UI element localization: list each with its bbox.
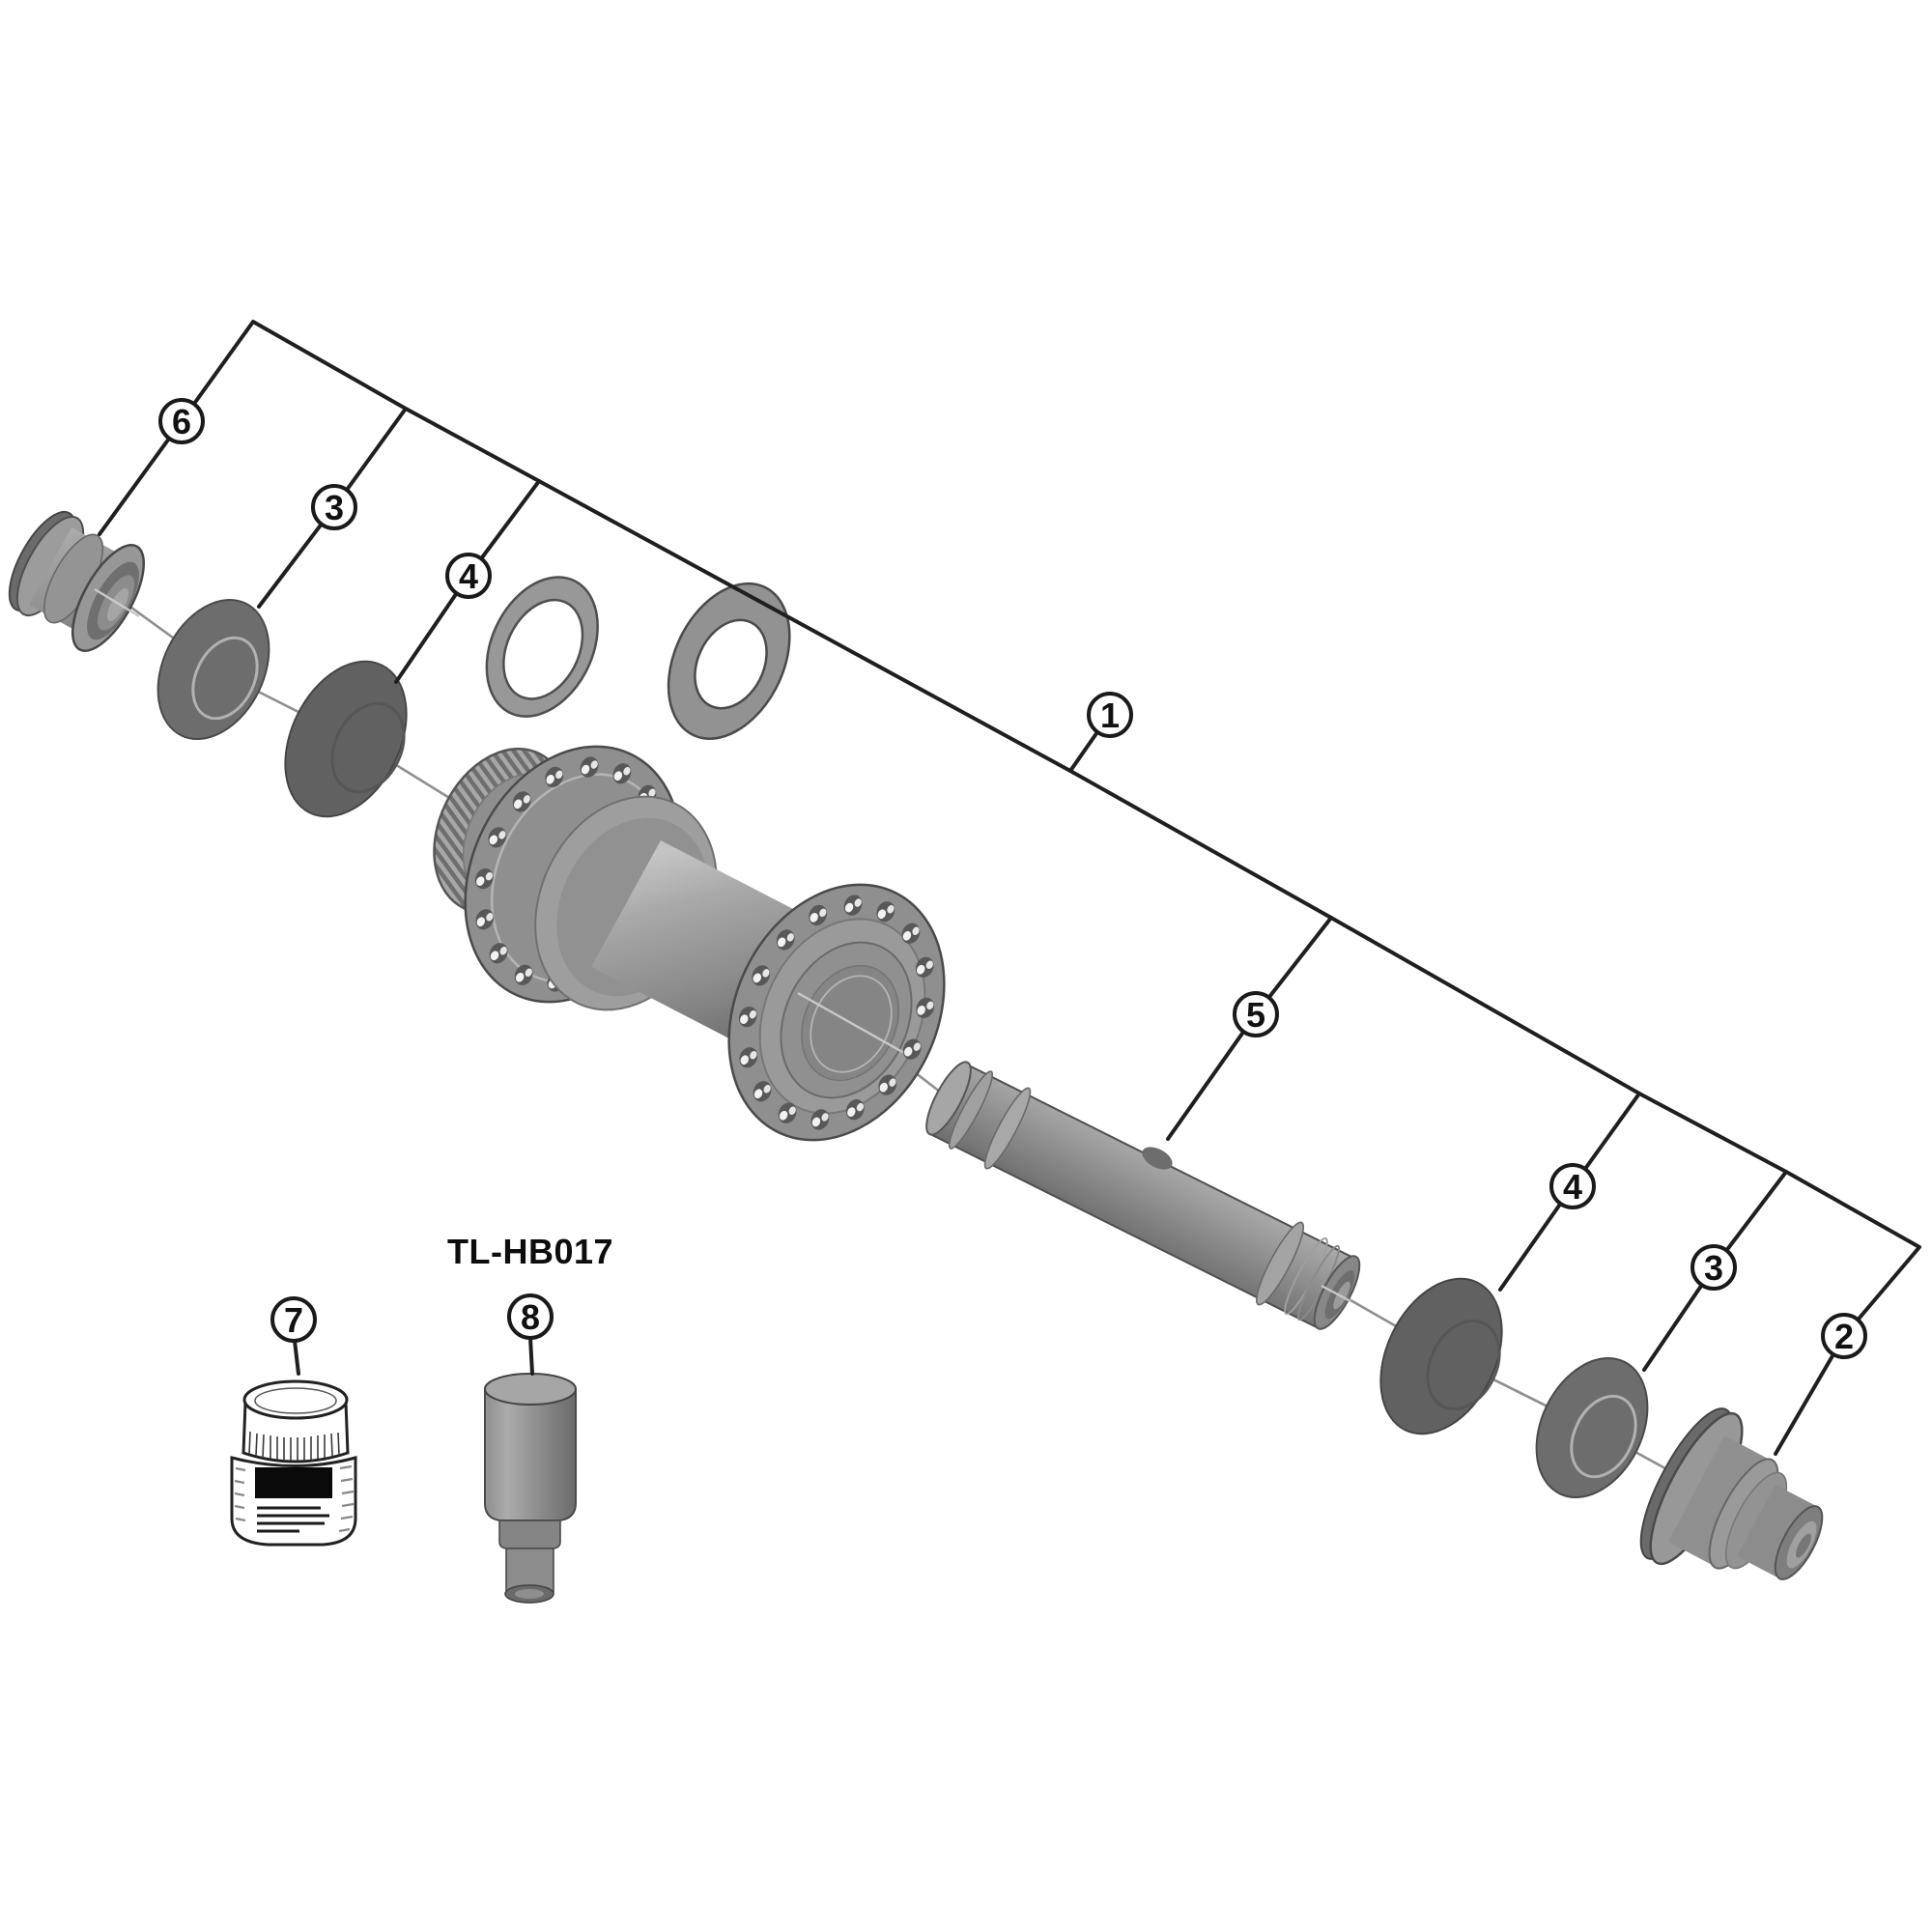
- leader-grease: [293, 1339, 300, 1376]
- callout-3-left: 3: [311, 484, 357, 530]
- grease-jar-label: [255, 1467, 332, 1498]
- axis-highlight-axle-bore: [1321, 1284, 1351, 1303]
- axis-highlight-cap-left: [94, 587, 140, 618]
- end-cap-left: [8, 510, 146, 652]
- callout-4-right-number: 4: [1563, 1167, 1582, 1207]
- tool-model-label: TL-HB017: [447, 1232, 613, 1271]
- bearing-left: [284, 582, 791, 818]
- leader-main-bracket: [98, 320, 1921, 1456]
- leader-tool: [528, 1336, 534, 1376]
- grease-jar-label-text-lines: [257, 1506, 329, 1533]
- callout-3-right-number: 3: [1704, 1248, 1723, 1288]
- end-cap-right: [1639, 1407, 1824, 1580]
- grease-jar-side-ribs: [234, 1464, 355, 1533]
- callout-6-number: 6: [172, 402, 191, 441]
- tool-tl-hb017: [484, 1373, 577, 1604]
- hub-body: [433, 745, 946, 1142]
- grease-jar-knurl: [248, 1431, 340, 1461]
- grease-jar: [230, 1379, 357, 1547]
- seal-left: [156, 576, 599, 741]
- bearing-right: [1379, 1277, 1503, 1435]
- callout-5-number: 5: [1246, 995, 1265, 1035]
- axle: [925, 1061, 1361, 1330]
- callout-2: 2: [1821, 1313, 1867, 1359]
- callout-7: 7: [270, 1296, 317, 1343]
- callout-3-left-number: 3: [325, 488, 344, 527]
- axis-highlight-flange-right: [797, 991, 905, 1055]
- axle-grease-port: [1142, 1147, 1173, 1170]
- hub-flange-right: [727, 883, 946, 1142]
- callout-7-number: 7: [284, 1300, 303, 1340]
- callout-8-number: 8: [521, 1297, 540, 1337]
- callout-4-left: 4: [445, 553, 492, 599]
- callout-5: 5: [1233, 991, 1279, 1037]
- axle-body: [930, 1064, 1355, 1329]
- callout-4-right: 4: [1549, 1163, 1596, 1209]
- callout-3-right: 3: [1690, 1244, 1737, 1291]
- callout-8: 8: [507, 1293, 554, 1340]
- callout-4-left-number: 4: [459, 556, 478, 596]
- callout-1: 1: [1087, 692, 1133, 738]
- callout-1-number: 1: [1100, 696, 1120, 735]
- callout-6: 6: [158, 398, 205, 444]
- callout-2-number: 2: [1834, 1317, 1854, 1356]
- seal-right: [1535, 1356, 1649, 1499]
